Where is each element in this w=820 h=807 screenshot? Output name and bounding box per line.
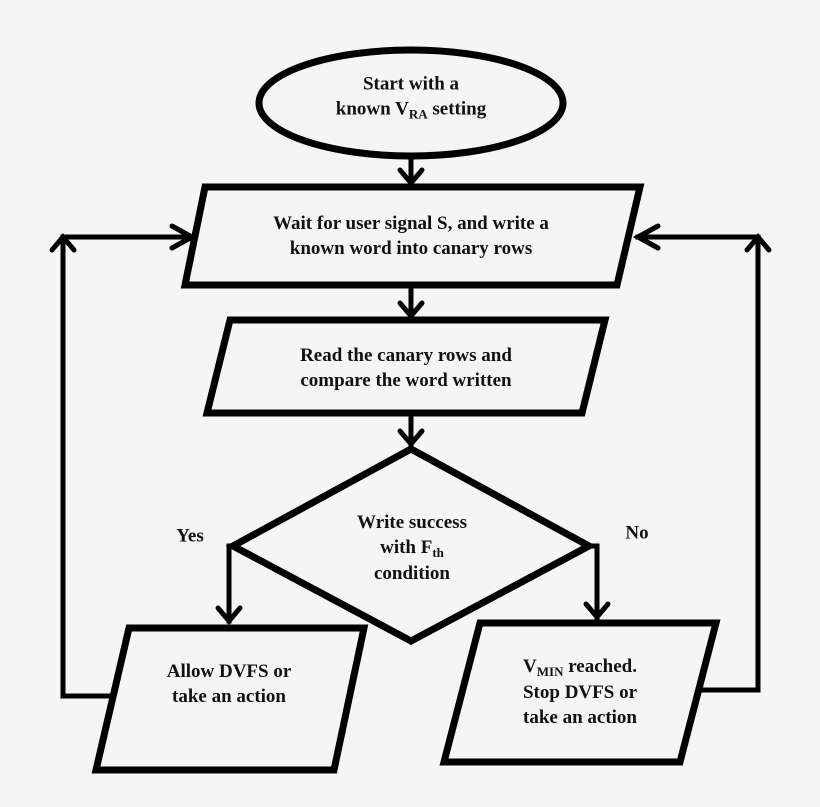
- allow-line-2: take an action: [172, 686, 286, 707]
- start-line-2: known VRA setting: [336, 97, 486, 123]
- read-line-1: Read the canary rows and: [300, 345, 512, 366]
- read-node-parallelogram: [202, 316, 610, 417]
- decision-line-1: Write success: [357, 512, 467, 533]
- subscript-min: MIN: [536, 664, 564, 679]
- start-node-label: Start with a known VRA setting: [336, 72, 486, 123]
- vmin-line-2: Stop DVFS or: [522, 682, 638, 703]
- branch-label-yes: Yes: [176, 525, 204, 547]
- decision-node-label: Write success with Fth condition: [357, 510, 467, 586]
- wait-node-label: Wait for user signal S, and write a know…: [273, 211, 549, 261]
- branch-label-no: No: [625, 522, 649, 544]
- vmin-node-parallelogram: [439, 619, 721, 766]
- allow-node-label: Allow DVFS or take an action: [167, 659, 292, 709]
- subscript-ra: RA: [408, 106, 428, 122]
- start-line-2-text: known V: [335, 98, 409, 120]
- allow-line-1: Allow DVFS or: [166, 661, 292, 682]
- arrowhead-down-icon: [397, 428, 425, 448]
- arrowhead-right-icon: [169, 223, 198, 251]
- vmin-node-label: VMIN reached. Stop DVFS or take an actio…: [523, 654, 637, 730]
- decision-line-3: condition: [373, 563, 451, 584]
- decision-line-2: with Fth: [357, 535, 467, 561]
- arrowhead-left-icon: [632, 223, 661, 251]
- arrowhead-up-icon: [744, 233, 772, 253]
- read-node-label: Read the canary rows and compare the wor…: [300, 343, 512, 393]
- subscript-th: th: [432, 545, 444, 560]
- vmin-line-3: take an action: [522, 707, 637, 728]
- decision-node-diamond: [225, 445, 597, 645]
- wait-node-parallelogram: [180, 183, 645, 289]
- wait-line-1: Wait for user signal S, and write a: [273, 213, 549, 234]
- arrowhead-down-icon: [215, 605, 243, 625]
- edge-allow-to-wait: [60, 234, 195, 699]
- wait-line-2: known word into canary rows: [289, 238, 533, 259]
- read-line-2: compare the word written: [300, 370, 512, 391]
- edge-vmin-to-wait: [635, 234, 761, 693]
- vmin-line-1-text: V: [523, 656, 537, 677]
- allow-node-parallelogram: [91, 624, 369, 774]
- arrowhead-up-icon: [49, 233, 77, 253]
- vmin-line-1-suffix: reached.: [563, 656, 637, 677]
- decision-line-2-text: with F: [380, 537, 433, 558]
- arrowhead-down-icon: [583, 601, 611, 621]
- vmin-line-1: VMIN reached.: [523, 654, 637, 680]
- arrowhead-down-icon: [397, 300, 425, 320]
- arrowhead-down-icon: [397, 167, 425, 187]
- start-line-2-suffix: setting: [427, 98, 487, 120]
- start-line-1: Start with a: [362, 73, 460, 95]
- edge-decision-yes: [226, 543, 236, 624]
- edge-decision-no: [586, 543, 600, 620]
